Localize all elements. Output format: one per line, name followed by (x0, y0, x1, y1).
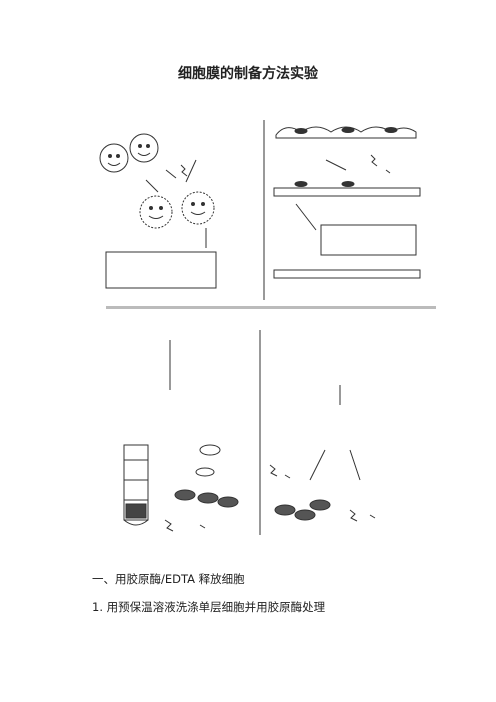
section-heading: 一、用胶原酶/EDTA 释放细胞 (92, 572, 245, 586)
step-1-text: 1. 用预保温溶液洗涤单层细胞并用胶原酶处理 (92, 600, 326, 614)
two-step-drawing (269, 385, 376, 522)
left-lysis-panel (105, 228, 217, 289)
gradient-tube-drawing (123, 340, 239, 532)
monolayer-cells-drawing (273, 126, 421, 279)
suspended-cells-drawing (99, 133, 215, 229)
figure-density-gradient (110, 330, 420, 540)
figure-caption-decoration (106, 303, 466, 315)
figure-membrane-preparation (86, 120, 426, 305)
page-title: 细胞膜的制备方法实验 (178, 66, 318, 82)
